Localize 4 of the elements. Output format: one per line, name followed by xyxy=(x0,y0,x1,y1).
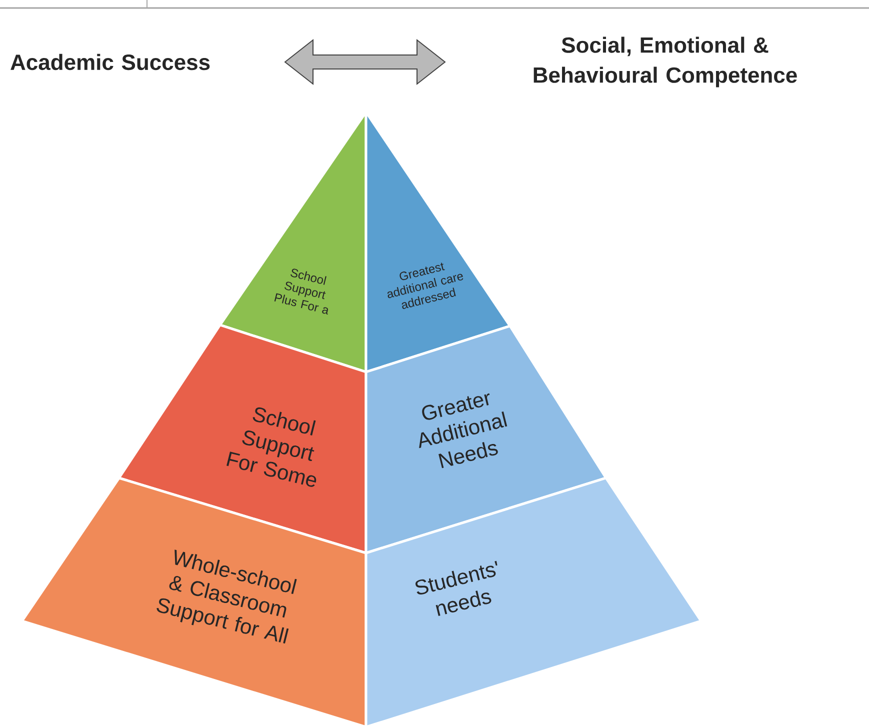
heading: Social, Emotional & Behavioural Competence xyxy=(534,36,797,88)
pyramid-face: Students' needs xyxy=(364,476,702,727)
pyramid-face: School Support Plus For a xyxy=(218,110,368,374)
heading: Academic Success xyxy=(10,54,210,70)
